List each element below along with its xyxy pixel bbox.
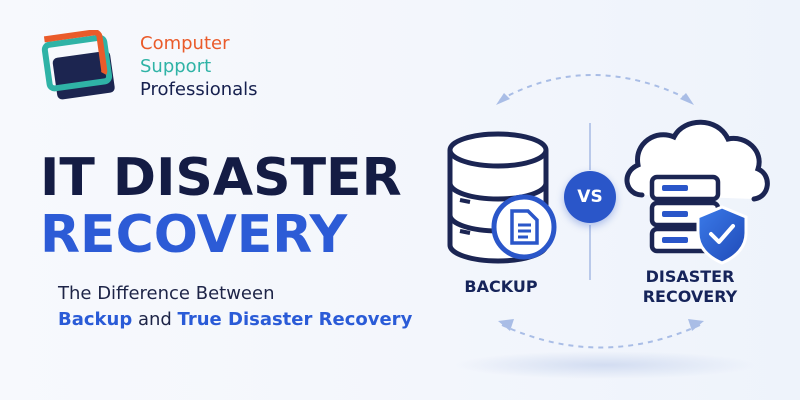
comparison-graphic	[447, 74, 770, 379]
comparison-diagram: VS BACKUP DISASTER RECOVERY	[420, 55, 790, 385]
subtitle-line-2: Backup and True Disaster Recovery	[58, 308, 412, 332]
brand-logo: Computer Support Professionals	[40, 26, 280, 106]
headline-line-2: RECOVERY	[40, 205, 348, 265]
logo-mark-icon	[40, 30, 115, 100]
backup-label: BACKUP	[464, 277, 538, 296]
vs-badge: VS	[564, 171, 616, 223]
subtitle-highlight-dr: True Disaster Recovery	[177, 309, 413, 330]
subtitle-line-1: The Difference Between	[58, 283, 275, 304]
brand-line-2: Support	[140, 56, 212, 77]
brand-line-1: Computer	[140, 33, 230, 54]
brand-line-3: Professionals	[140, 79, 258, 100]
headline-line-1: IT DISASTER	[40, 148, 402, 208]
brand-name: Computer Support Professionals	[140, 32, 258, 101]
disaster-recovery-label-line-2: RECOVERY	[642, 287, 738, 306]
swap-arrows-icon	[499, 74, 701, 349]
subtitle-highlight-backup: Backup	[58, 309, 133, 330]
disaster-recovery-label-line-1: DISASTER	[645, 267, 735, 286]
subtitle-connector: and	[132, 309, 178, 330]
shield-check-icon	[696, 205, 748, 265]
document-icon	[491, 194, 557, 260]
ground-shadow	[455, 351, 755, 379]
disaster-recovery-label: DISASTER RECOVERY	[620, 267, 760, 307]
